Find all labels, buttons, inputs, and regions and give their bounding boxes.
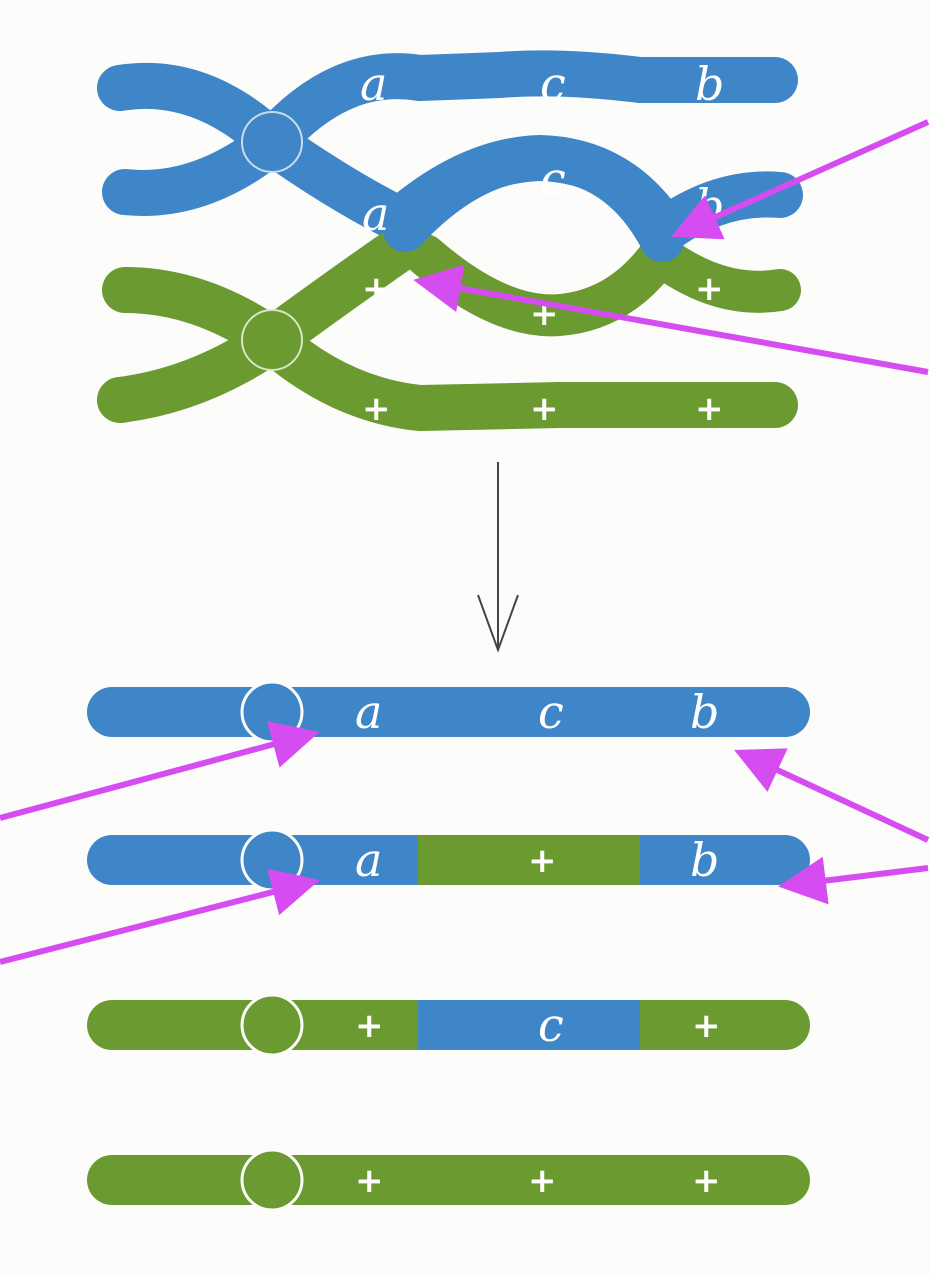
gene-label: a bbox=[360, 57, 387, 111]
gene-label: c bbox=[540, 57, 566, 111]
wild-type-label: + bbox=[692, 1006, 721, 1046]
product-chromosome-2: a + b bbox=[112, 830, 785, 890]
gene-label: c bbox=[538, 685, 564, 739]
wild-type-label: + bbox=[528, 841, 557, 881]
wild-type-label: + bbox=[692, 1161, 721, 1201]
wild-type-label: + bbox=[355, 1006, 384, 1046]
gene-label: a bbox=[355, 833, 382, 887]
gene-label: b bbox=[690, 833, 719, 887]
gene-label: c bbox=[538, 998, 564, 1052]
gene-label: b bbox=[695, 57, 724, 111]
wild-type-label: + bbox=[695, 389, 724, 429]
product-chromosome-4: + + + bbox=[112, 1150, 785, 1210]
wild-type-label: + bbox=[528, 1161, 557, 1201]
centromere-blue bbox=[242, 112, 302, 172]
gene-label: a bbox=[362, 187, 389, 241]
wild-type-label: + bbox=[695, 269, 724, 309]
gene-label: c bbox=[540, 152, 566, 206]
centromere-green bbox=[242, 310, 302, 370]
product-chromosome-1: a c b bbox=[112, 682, 785, 742]
gene-label: a bbox=[355, 685, 382, 739]
product-chromosome-3: + c + bbox=[112, 995, 785, 1055]
wild-type-label: + bbox=[355, 1161, 384, 1201]
wild-type-label: + bbox=[530, 389, 559, 429]
wild-type-label: + bbox=[362, 389, 391, 429]
wild-type-label: + bbox=[362, 269, 391, 309]
gene-label: b bbox=[690, 685, 719, 739]
